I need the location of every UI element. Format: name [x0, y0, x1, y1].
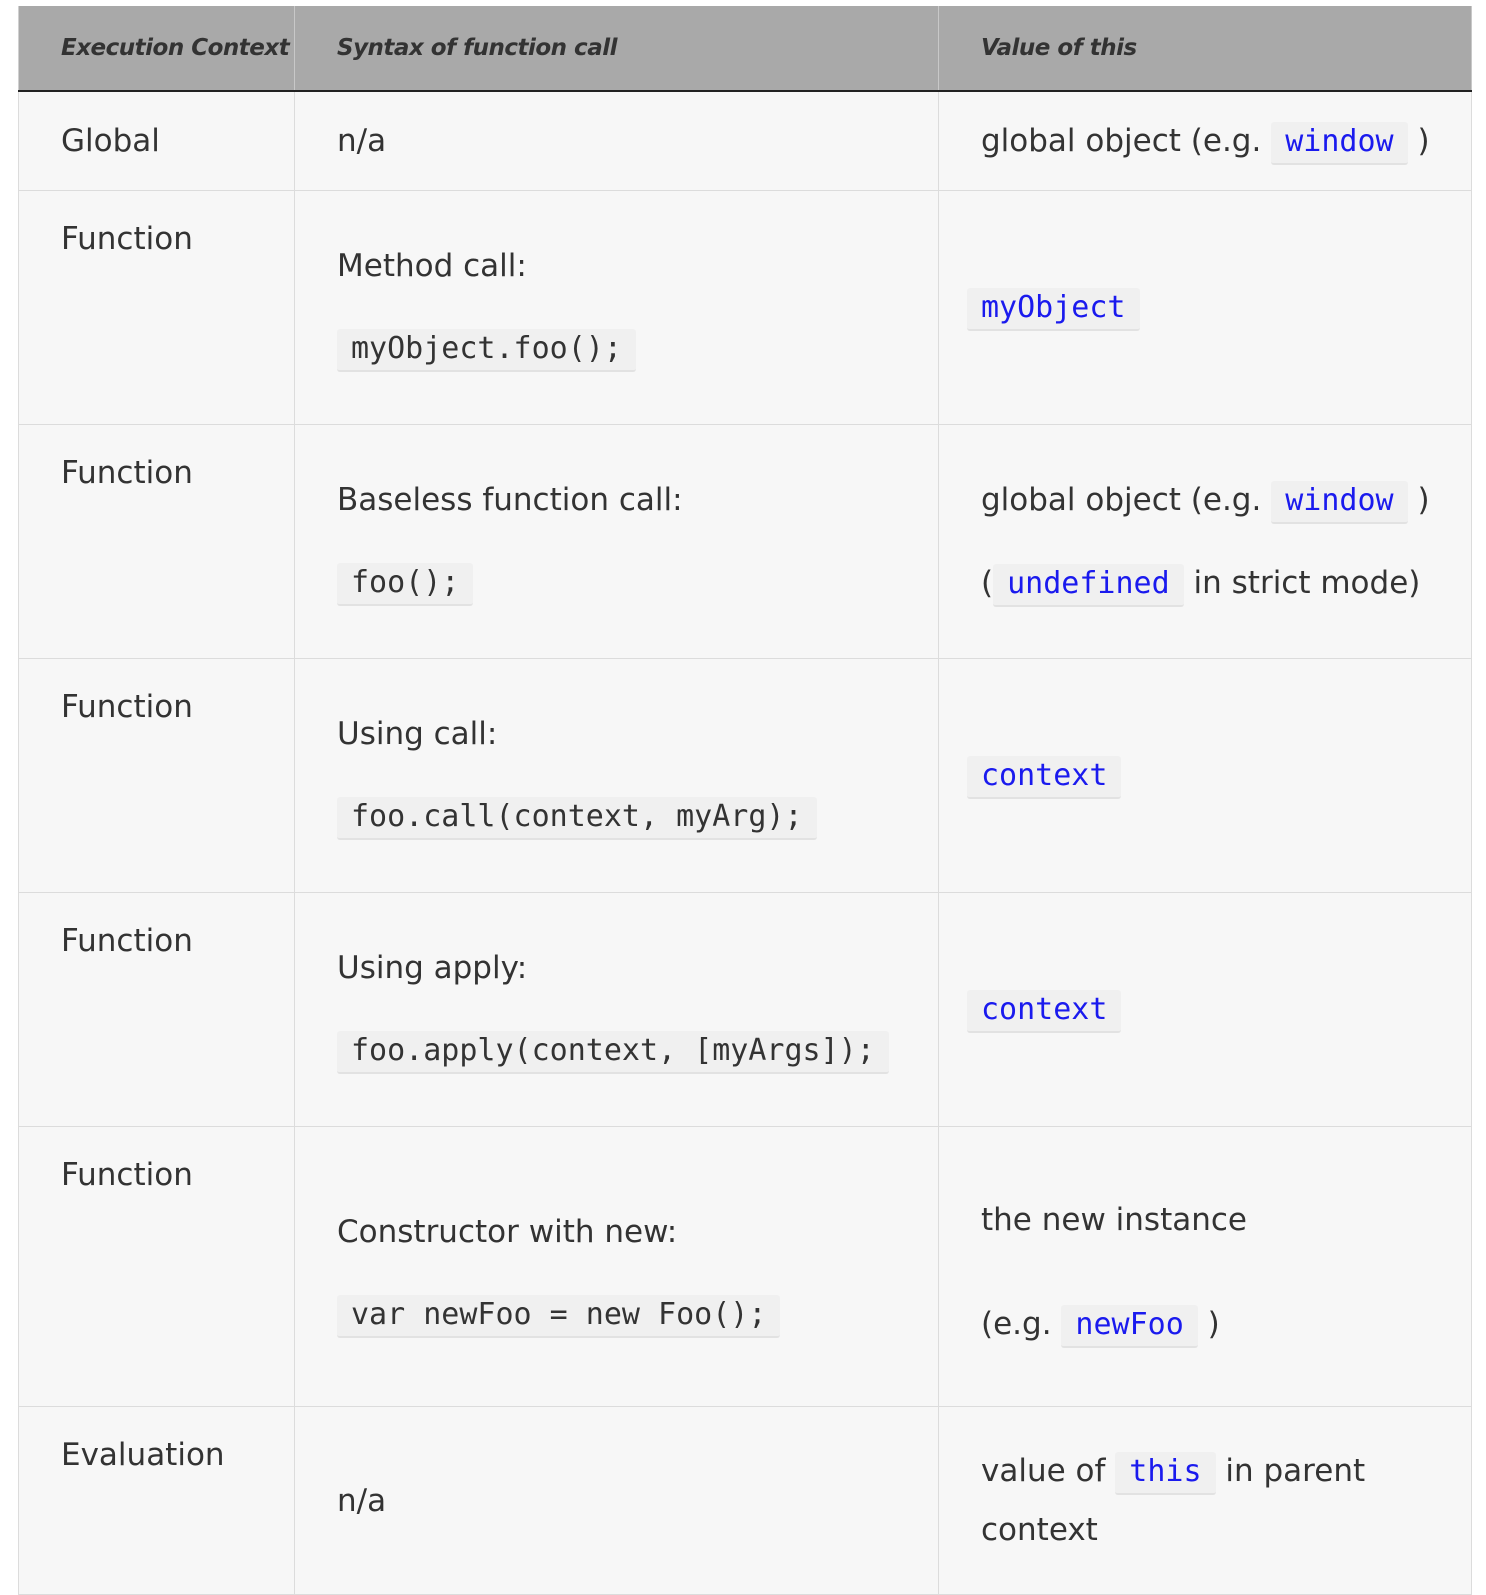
value-line-2: (undefined in strict mode): [981, 563, 1461, 607]
syntax-code: var newFoo = new Foo();: [337, 1295, 781, 1338]
syntax-label: n/a: [337, 123, 387, 159]
value-cell: value of this in parent context: [938, 1406, 1472, 1595]
table-body: Global n/a global object (e.g. window ) …: [18, 90, 1472, 1595]
syntax-code: foo();: [337, 563, 474, 606]
syntax-label: Using call:: [337, 716, 498, 752]
value-text: ): [1417, 122, 1430, 159]
header-value-of-this: Value of this: [938, 6, 1472, 92]
value-line: global object (e.g. window ): [981, 121, 1461, 165]
value-text: in strict mode): [1193, 564, 1421, 601]
header-execution-context: Execution Context: [18, 6, 295, 92]
table-row: Function Using call: foo.call(context, m…: [18, 658, 1472, 893]
context-label: Function: [61, 923, 193, 959]
context-label: Function: [61, 455, 193, 491]
value-line: global object (e.g. window ): [981, 480, 1461, 524]
table-header: Execution Context Syntax of function cal…: [18, 6, 1472, 92]
context-cell: Global: [18, 90, 295, 191]
value-code: window: [1271, 121, 1408, 165]
table-row: Function Method call: myObject.foo(); my…: [18, 190, 1472, 425]
syntax-label: Constructor with new:: [337, 1214, 678, 1250]
syntax-label: n/a: [337, 1482, 387, 1519]
table-row: Global n/a global object (e.g. window ): [18, 90, 1472, 191]
syntax-code: myObject.foo();: [337, 329, 636, 372]
syntax-cell: Baseless function call: foo();: [294, 424, 939, 659]
syntax-cell: Using call: foo.call(context, myArg);: [294, 658, 939, 893]
context-cell: Function: [18, 658, 295, 893]
context-cell: Function: [18, 1126, 295, 1407]
table-row: Function Baseless function call: foo(); …: [18, 424, 1472, 659]
context-cell: Function: [18, 190, 295, 425]
syntax-cell: Method call: myObject.foo();: [294, 190, 939, 425]
value-line: value of this in parent: [981, 1451, 1461, 1495]
this-value-table-container: Execution Context Syntax of function cal…: [18, 6, 1472, 1595]
value-cell: global object (e.g. window ): [938, 90, 1472, 191]
value-line-2: (e.g. newFoo ): [981, 1304, 1461, 1348]
table-row: Evaluation n/a value of this in parent c…: [18, 1406, 1472, 1595]
value-text: ): [1207, 1306, 1220, 1342]
table-row: Function Using apply: foo.apply(context,…: [18, 892, 1472, 1127]
context-cell: Function: [18, 892, 295, 1127]
context-label: Function: [61, 689, 193, 725]
value-text: global object (e.g.: [981, 122, 1262, 159]
syntax-cell: n/a: [294, 90, 939, 191]
value-code: undefined: [993, 563, 1184, 607]
value-code: context: [967, 756, 1122, 799]
value-cell: context: [938, 892, 1472, 1127]
header-row: Execution Context Syntax of function cal…: [18, 6, 1472, 92]
context-label: Evaluation: [61, 1437, 225, 1473]
value-cell: the new instance (e.g. newFoo ): [938, 1126, 1472, 1407]
syntax-cell: n/a: [294, 1406, 939, 1595]
syntax-code: foo.apply(context, [myArgs]);: [337, 1031, 889, 1074]
value-text: ): [1417, 481, 1430, 518]
this-value-table: Execution Context Syntax of function cal…: [18, 6, 1472, 1595]
value-cell: myObject: [938, 190, 1472, 425]
value-text: in parent: [1225, 1453, 1366, 1489]
syntax-label: Method call:: [337, 248, 527, 284]
value-code: this: [1115, 1452, 1216, 1495]
table-row: Function Constructor with new: var newFo…: [18, 1126, 1472, 1407]
context-label: Global: [61, 123, 160, 159]
syntax-cell: Constructor with new: var newFoo = new F…: [294, 1126, 939, 1407]
value-text: global object (e.g.: [981, 481, 1262, 518]
value-code: newFoo: [1061, 1305, 1198, 1348]
context-label: Function: [61, 1157, 193, 1193]
syntax-code: foo.call(context, myArg);: [337, 797, 817, 840]
context-cell: Function: [18, 424, 295, 659]
syntax-cell: Using apply: foo.apply(context, [myArgs]…: [294, 892, 939, 1127]
syntax-label: Using apply:: [337, 950, 528, 986]
value-text: the new instance: [981, 1202, 1247, 1238]
context-label: Function: [61, 221, 193, 257]
context-cell: Evaluation: [18, 1406, 295, 1595]
value-text: (e.g.: [981, 1306, 1052, 1342]
value-text: context: [981, 1512, 1098, 1548]
value-code: window: [1271, 480, 1408, 524]
value-cell: context: [938, 658, 1472, 893]
value-text: value of: [981, 1453, 1106, 1489]
header-syntax: Syntax of function call: [294, 6, 939, 92]
value-text: (: [981, 564, 994, 601]
value-code: myObject: [967, 288, 1140, 331]
value-cell: global object (e.g. window ) (undefined …: [938, 424, 1472, 659]
syntax-label: Baseless function call:: [337, 482, 683, 518]
value-code: context: [967, 990, 1122, 1033]
